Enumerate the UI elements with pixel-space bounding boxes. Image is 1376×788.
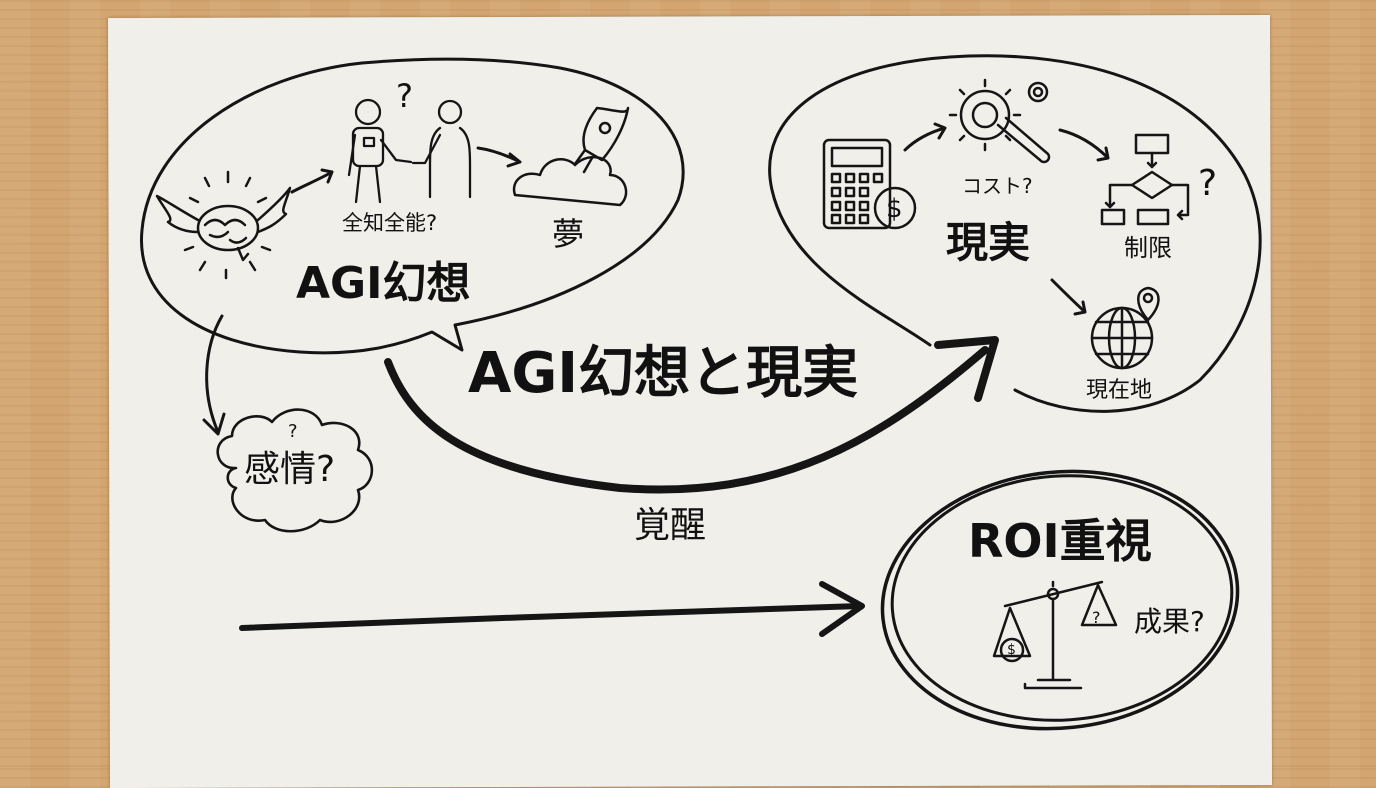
awakening-swoosh-arrow [384, 346, 989, 494]
emotion-question-mark: ? [288, 421, 298, 442]
roi-circle-inner [890, 474, 1234, 722]
rocket-caption: 夢 [552, 215, 585, 253]
roi-heading: ROI重視 [968, 514, 1152, 568]
diagram-title: AGI幻想と現実 [468, 341, 859, 406]
scale-right-question: ? [1092, 608, 1101, 627]
winged-brain-icon [155, 170, 292, 280]
roi-circle-outer [880, 469, 1240, 731]
globe-caption: 現在地 [1086, 378, 1153, 403]
robot-caption: 全知全能? [342, 211, 438, 235]
arrow-gear-to-flowchart [1058, 128, 1110, 162]
calculator-dollar-sign: $ [886, 194, 903, 224]
scale-caption: 成果? [1134, 605, 1205, 638]
calculator-dollar-icon [822, 138, 917, 230]
globe-pin-icon [1090, 286, 1160, 370]
arrow-reality-to-globe [1050, 278, 1087, 316]
emotion-label: 感情? [244, 449, 336, 490]
emotion-cloud-outline [216, 408, 374, 533]
ink-drawing [140, 54, 1262, 731]
awakening-arrow-head [934, 336, 999, 402]
reality-bubble-outline [768, 54, 1262, 413]
roi-straight-arrow [239, 603, 863, 631]
roi-arrow-head [819, 581, 865, 637]
arrow-robot-to-rocket [476, 146, 522, 168]
fantasy-heading: AGI幻想 [296, 258, 471, 309]
arrow-brain-to-robot [290, 168, 334, 194]
arrow-to-emotion-cloud [202, 314, 226, 436]
fantasy-question-mark: ? [396, 77, 413, 115]
transition-label: 覚醒 [634, 505, 707, 546]
fantasy-bubble-outline [140, 57, 685, 355]
arrow-calc-to-gear [903, 122, 947, 152]
rocket-cloud-icon [512, 106, 630, 207]
gear-wrench-icon [948, 78, 1051, 164]
scale-left-dollar: $ [1007, 642, 1016, 658]
flowchart-caption: 制限 [1124, 234, 1172, 262]
gear-caption: コスト? [962, 174, 1033, 198]
flowchart-icon [1100, 133, 1190, 226]
reality-heading: 現実 [946, 218, 1031, 267]
robot-human-handshake-icon [347, 98, 472, 204]
flowchart-question-mark: ? [1198, 163, 1218, 204]
balance-scale-icon [992, 580, 1118, 690]
